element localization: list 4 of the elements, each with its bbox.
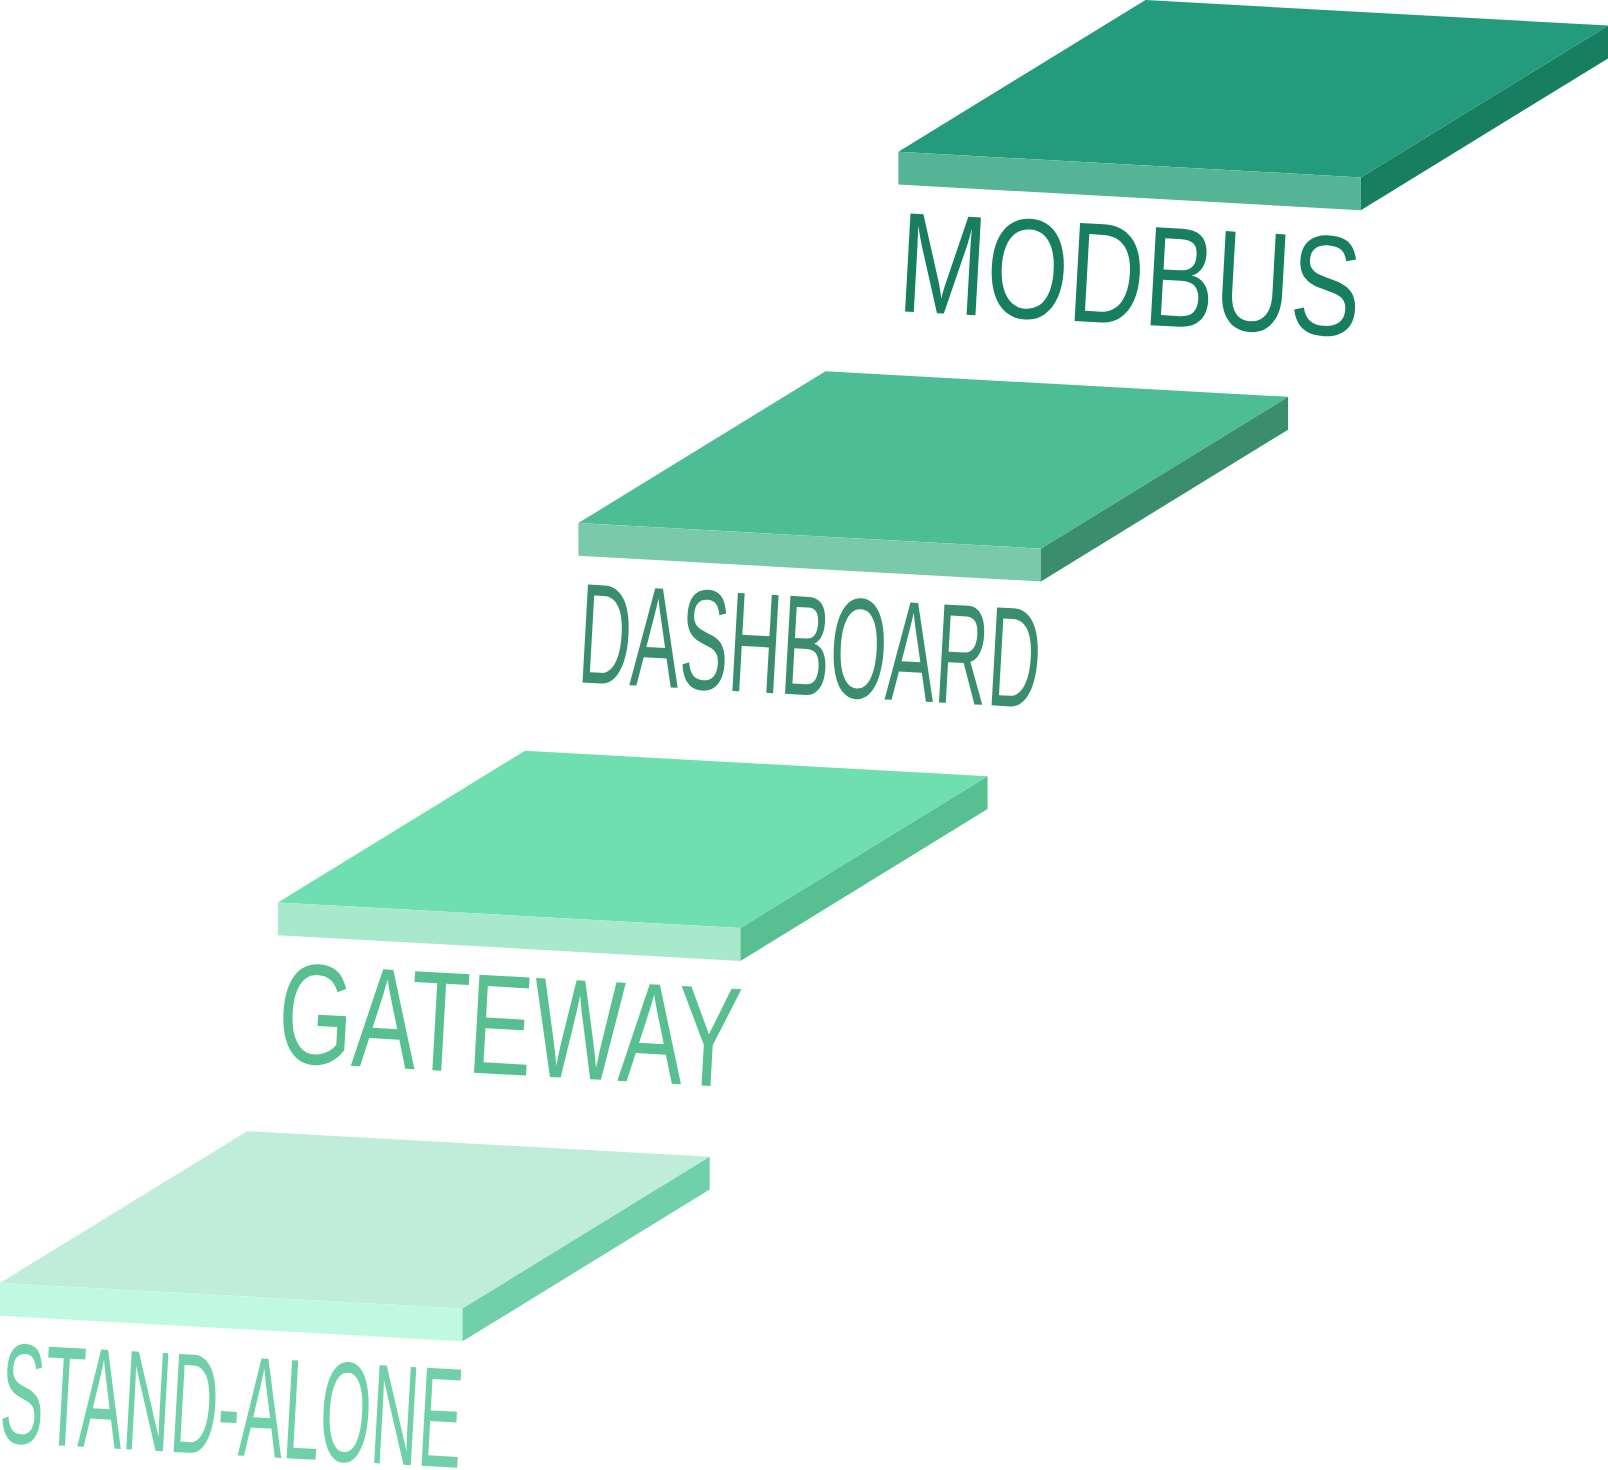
platform-label: GATEWAY bbox=[283, 964, 742, 1086]
platform-label: MODBUS bbox=[905, 213, 1357, 337]
platform-label: STAND-ALONE bbox=[2, 1343, 462, 1468]
platform-label: DASHBOARD bbox=[582, 584, 1038, 707]
